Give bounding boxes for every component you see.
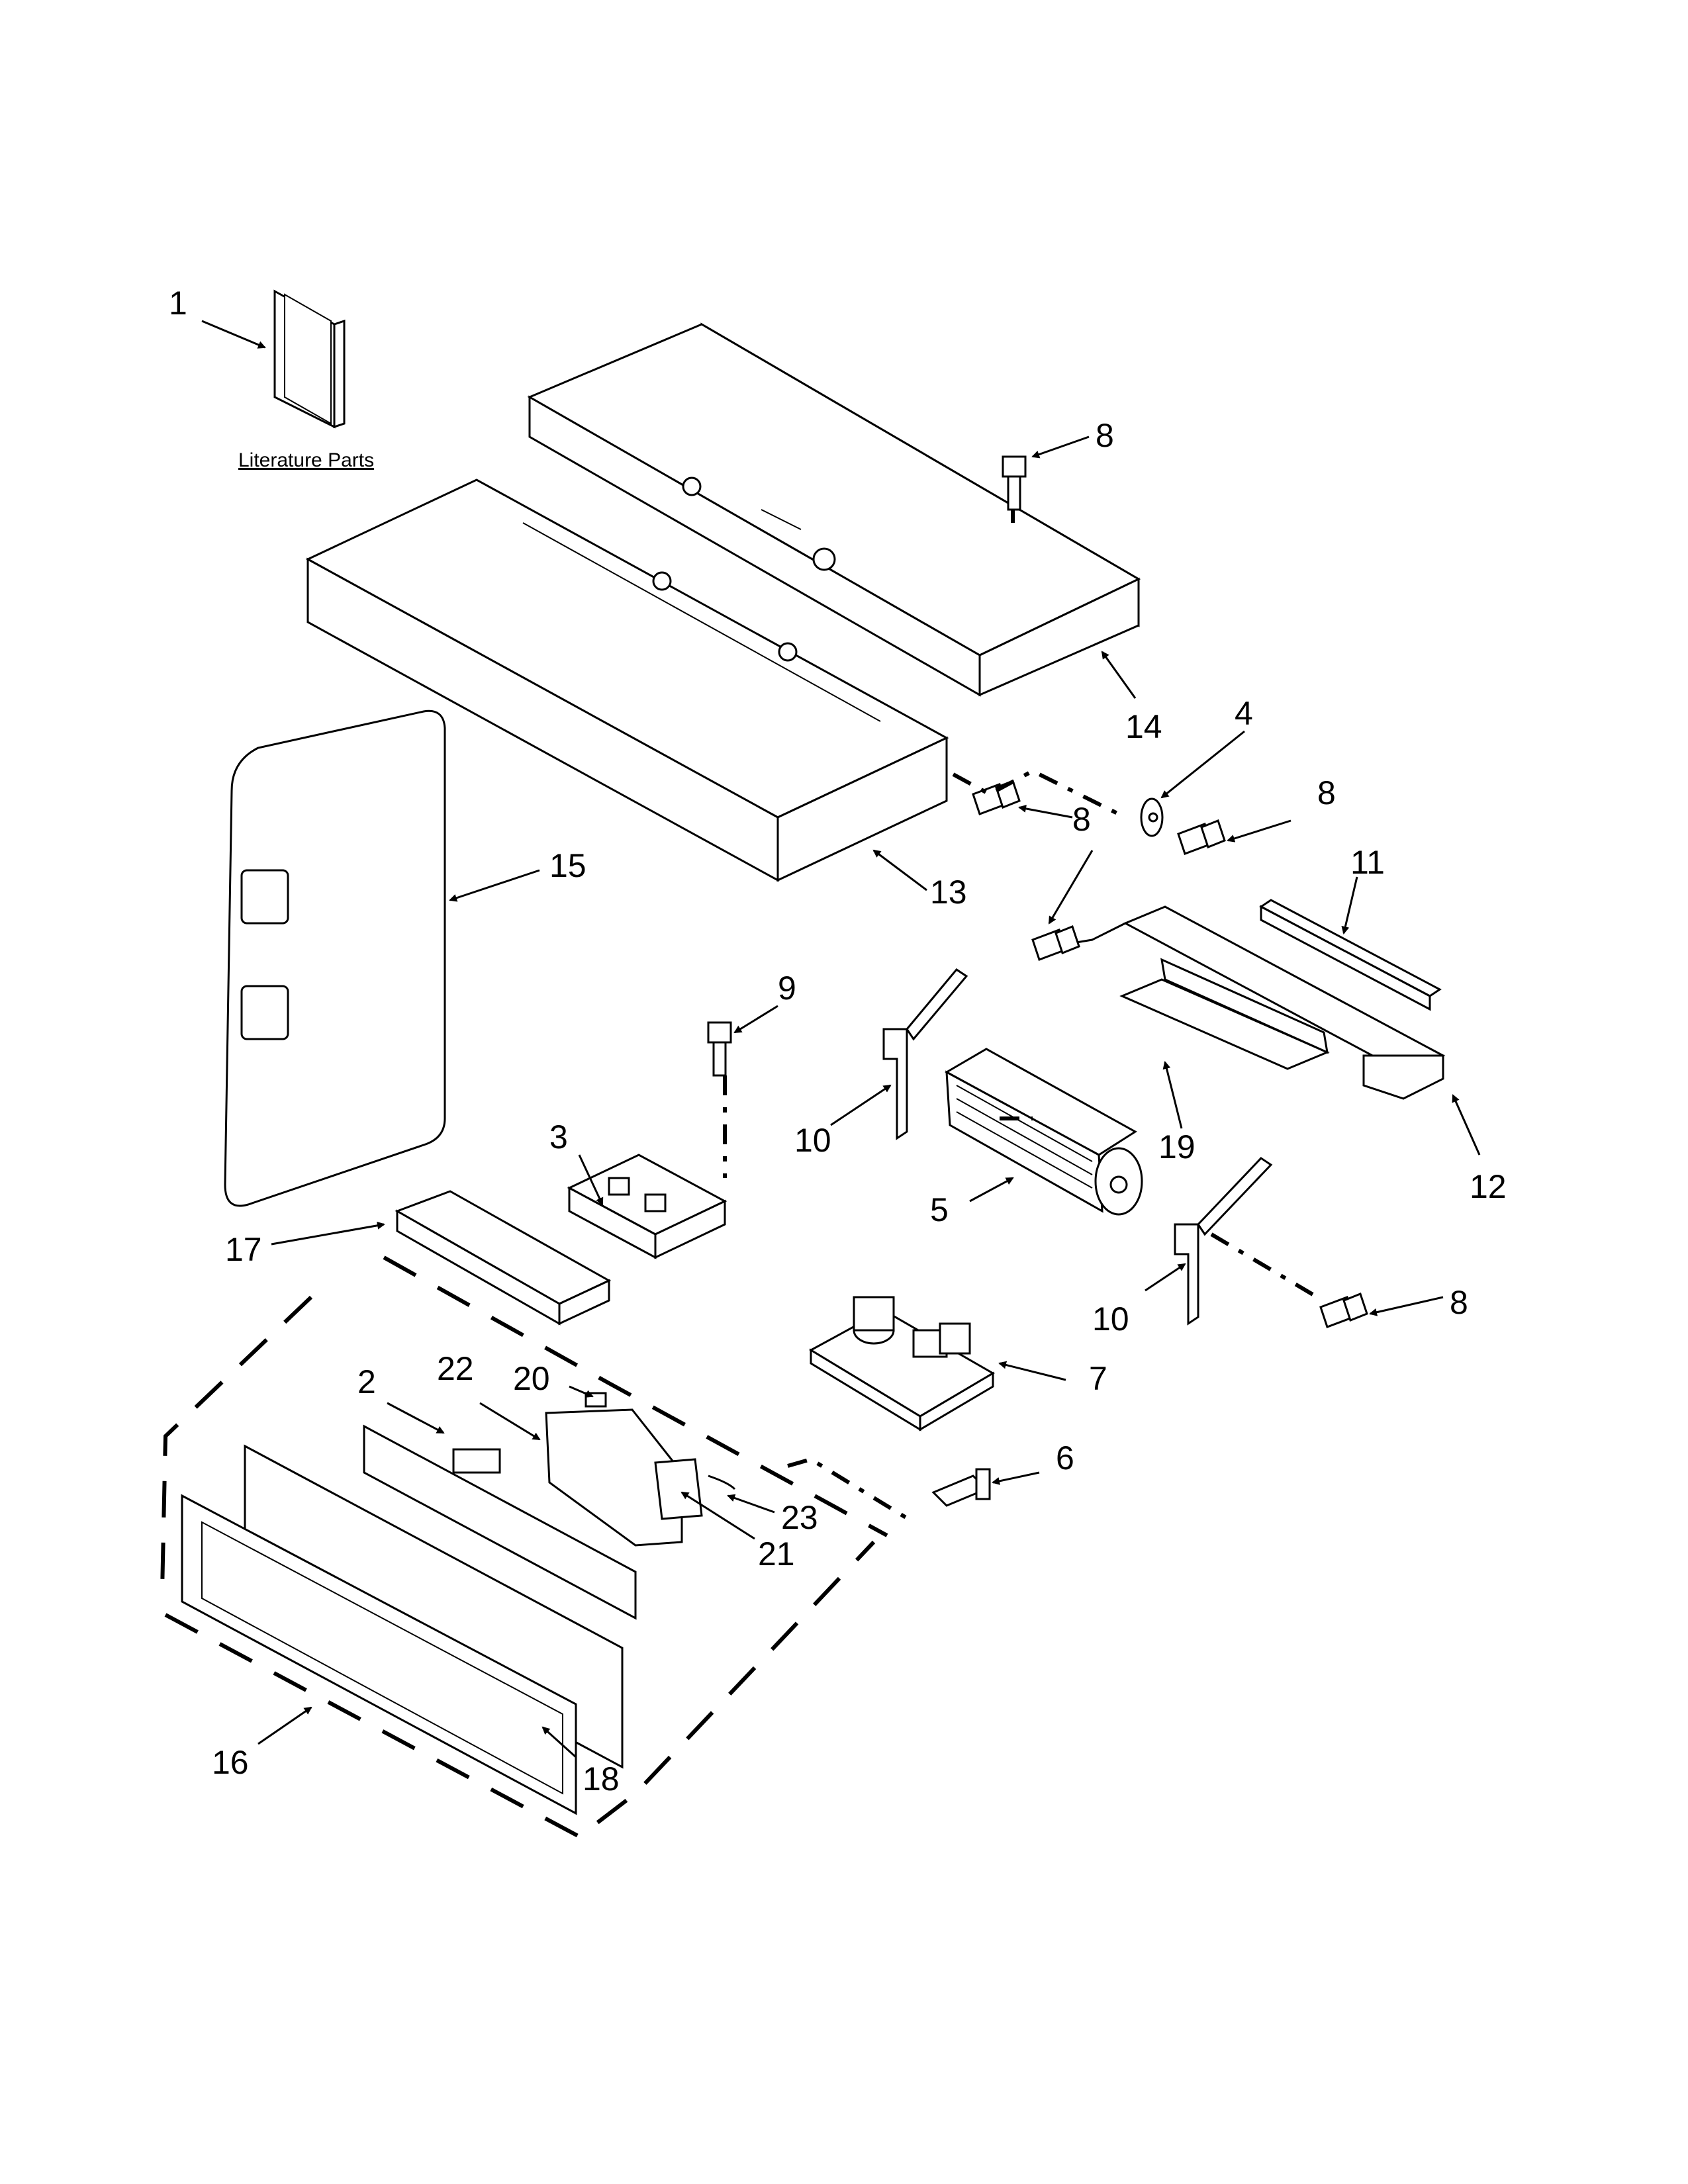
- bracket-lower: [1174, 1157, 1273, 1326]
- callout-8-top: 8: [1096, 417, 1114, 454]
- callout-22: 22: [437, 1350, 474, 1387]
- screw-8-top: [1002, 455, 1027, 511]
- leader-lines: [201, 320, 1481, 1758]
- upper-top-panel: [527, 322, 1141, 697]
- control-support: [395, 1190, 612, 1326]
- callout-8-rail: 8: [1072, 801, 1091, 838]
- callout-7: 7: [1089, 1360, 1107, 1397]
- literature-booklet: [273, 289, 346, 429]
- callout-2: 2: [357, 1363, 376, 1400]
- callout-18: 18: [583, 1760, 620, 1797]
- literature-parts-label: Literature Parts: [238, 449, 374, 471]
- washer-4: [1140, 797, 1164, 837]
- callout-14: 14: [1125, 708, 1162, 745]
- screw-9: [707, 1021, 732, 1077]
- mounting-rail: [1072, 905, 1446, 1100]
- control-panel-assembly: [181, 1392, 736, 1815]
- dashed-boundary: [160, 510, 1319, 1839]
- callout-5: 5: [930, 1191, 949, 1228]
- callout-17: 17: [225, 1231, 262, 1268]
- callout-8-washer: 8: [1317, 774, 1336, 811]
- lower-top-panel: [305, 478, 949, 882]
- callout-21: 21: [758, 1535, 795, 1572]
- screw-8-bracket: [1319, 1293, 1368, 1328]
- screw-8-washer: [1177, 819, 1226, 855]
- bracket-upper: [882, 968, 968, 1140]
- callout-23: 23: [781, 1499, 818, 1536]
- screw-8-panel: [972, 780, 1021, 815]
- insulation-strip: [1259, 899, 1442, 1011]
- blower-fan: [944, 1048, 1143, 1216]
- callout-13: 13: [930, 874, 967, 911]
- callout-1: 1: [169, 285, 187, 322]
- callout-11: 11: [1350, 844, 1385, 881]
- terminal-block: [567, 1154, 727, 1259]
- callout-9: 9: [778, 970, 796, 1007]
- side-panel: [224, 709, 446, 1207]
- callout-16: 16: [212, 1744, 249, 1781]
- plug-6: [931, 1468, 991, 1507]
- callout-10-lower: 10: [1092, 1300, 1129, 1338]
- callouts: 1 8 14 4 8 8 13 15 11 12 19 9 10 5 3 17 …: [169, 285, 1507, 1797]
- callout-12: 12: [1470, 1168, 1507, 1205]
- power-board: [808, 1296, 995, 1432]
- screw-8-rail: [1031, 925, 1080, 961]
- callout-15: 15: [549, 847, 586, 884]
- baffle: [1119, 958, 1330, 1070]
- callout-4: 4: [1235, 695, 1253, 732]
- callout-20: 20: [513, 1360, 550, 1397]
- callout-10-upper: 10: [794, 1122, 831, 1159]
- callout-8-bracket: 8: [1450, 1284, 1468, 1321]
- callout-6: 6: [1056, 1439, 1074, 1477]
- callout-19: 19: [1158, 1128, 1196, 1165]
- callout-3: 3: [549, 1118, 568, 1156]
